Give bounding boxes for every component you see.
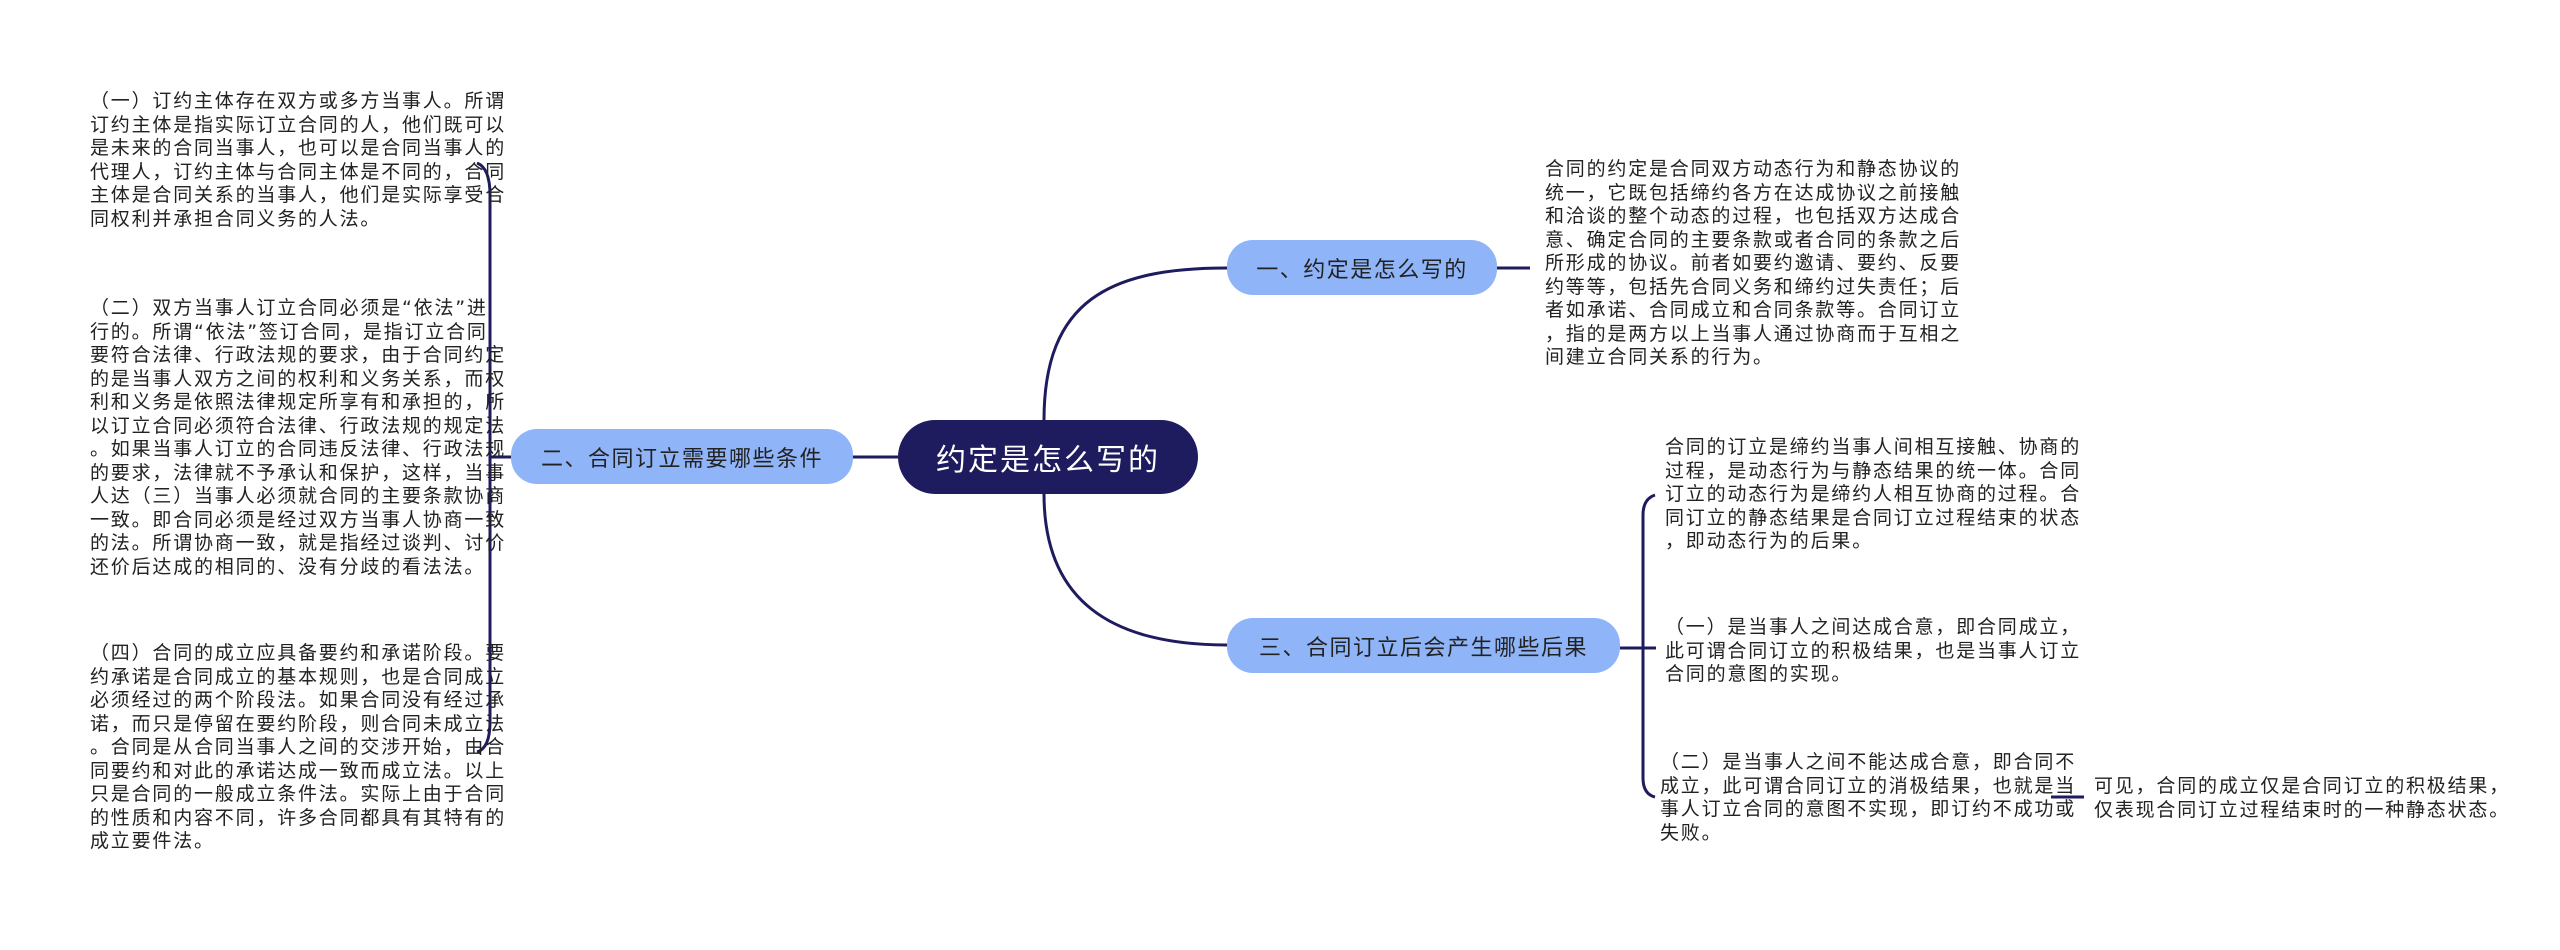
text-line: 利和义务是依照法律规定所享有和承担的，所 bbox=[90, 391, 507, 413]
text-line: 的是当事人双方之间的权利和义务关系，而权 bbox=[90, 367, 507, 390]
left-bracket bbox=[476, 161, 492, 754]
text-line: 的性质和内容不同，许多合同都具有其特有的 bbox=[90, 806, 507, 829]
text-line: 诺，而只是停留在要约阶段，则合同未成立法 bbox=[90, 712, 507, 735]
text-line: 人达（三）当事人必须就合同的主要条款协商 bbox=[90, 485, 507, 507]
text-line: 此可谓合同订立的积极结果，也是当事人订立 bbox=[1665, 639, 2082, 662]
leaf-text[interactable]: （二）是当事人之间不能达成合意，即合同不成立，此可谓合同订立的消极结果，也就是当… bbox=[1660, 751, 2076, 845]
leaf-text[interactable]: 合同的订立是缔约当事人间相互接触、协商的过程，是动态行为与静态结果的统一体。合同… bbox=[1665, 436, 2081, 554]
text-line: ，指的是两方以上当事人通过协商而于互相之 bbox=[1545, 322, 1962, 345]
text-line: 成立要件法。 bbox=[90, 830, 215, 852]
text-line: （四）合同的成立应具备要约和承诺阶段。要 bbox=[90, 642, 507, 664]
leaf-text[interactable]: （一）是当事人之间达成合意，即合同成立，此可谓合同订立的积极结果，也是当事人订立… bbox=[1665, 616, 2081, 687]
text-line: 意、确定合同的主要条款或者合同的条款之后 bbox=[1545, 228, 1962, 251]
branch-node-1[interactable]: 一、约定是怎么写的 bbox=[1227, 240, 1497, 295]
text-line: 失败。 bbox=[1660, 821, 1723, 844]
text-line: （二）双方当事人订立合同必须是“依法”进 bbox=[90, 297, 488, 319]
text-line: 和洽谈的整个动态的过程，也包括双方达成合 bbox=[1545, 205, 1962, 227]
text-line: 所形成的协议。前者如要约邀请、要约、反要 bbox=[1545, 252, 1962, 274]
text-line: （二）是当事人之间不能达成合意，即合同不 bbox=[1660, 751, 2077, 773]
leaf-text[interactable]: （二）双方当事人订立合同必须是“依法”进行的。所谓“依法”签订合同，是指订立合同… bbox=[90, 297, 506, 579]
text-line: 一致。即合同必须是经过双方当事人协商一致 bbox=[90, 508, 507, 531]
text-line: 者如承诺、合同成立和合同条款等。合同订立 bbox=[1545, 299, 1962, 321]
branch-label: 三、合同订立后会产生哪些后果 bbox=[1258, 635, 1588, 661]
text-line: 。如果当事人订立的合同违反法律、行政法规 bbox=[90, 438, 507, 460]
branch-node-3[interactable]: 三、合同订立后会产生哪些后果 bbox=[1227, 618, 1620, 673]
leaf-text[interactable]: 合同的约定是合同双方动态行为和静态协议的统一，它既包括缔约各方在达成协议之前接触… bbox=[1545, 158, 1961, 370]
text-line: 合同的订立是缔约当事人间相互接触、协商的 bbox=[1665, 436, 2082, 458]
branch-node-2[interactable]: 二、合同订立需要哪些条件 bbox=[511, 429, 853, 484]
text-line: 过程，是动态行为与静态结果的统一体。合同 bbox=[1665, 459, 2082, 482]
link-center-branch3 bbox=[1042, 493, 1228, 647]
central-topic-label: 约定是怎么写的 bbox=[936, 443, 1160, 478]
text-line: 同订立的静态结果是合同订立过程结束的状态 bbox=[1665, 506, 2082, 529]
text-line: 统一，它既包括缔约各方在达成协议之前接触 bbox=[1545, 181, 1962, 204]
text-line: 是未来的合同当事人，也可以是合同当事人的 bbox=[90, 137, 507, 159]
text-line: （一）订约主体存在双方或多方当事人。所谓 bbox=[90, 90, 507, 112]
text-line: 约等等，包括先合同义务和缔约过失责任；后 bbox=[1545, 275, 1962, 298]
link-center-branch1 bbox=[1042, 266, 1228, 421]
text-line: 同要约和对此的承诺达成一致而成立法。以上 bbox=[90, 759, 507, 782]
text-line: 要符合法律、行政法规的要求，由于合同约定 bbox=[90, 344, 507, 366]
leaf-text[interactable]: （四）合同的成立应具备要约和承诺阶段。要约承诺是合同成立的基本规则，也是合同成立… bbox=[90, 642, 506, 854]
text-line: 以订立合同必须符合法律、行政法规的规定法 bbox=[90, 414, 507, 437]
text-line: 必须经过的两个阶段法。如果合同没有经过承 bbox=[90, 689, 507, 711]
branch-label: 一、约定是怎么写的 bbox=[1256, 257, 1468, 283]
text-line: 代理人，订约主体与合同主体是不同的，合同 bbox=[90, 160, 507, 183]
text-line: 成立，此可谓合同订立的消极结果，也就是当 bbox=[1660, 774, 2077, 797]
text-line: 合同的意图的实现。 bbox=[1665, 663, 1853, 685]
text-line: 同权利并承担合同义务的人法。 bbox=[90, 207, 382, 230]
text-line: 的要求，法律就不予承认和保护，这样，当事 bbox=[90, 461, 507, 484]
text-line: 订约主体是指实际订立合同的人，他们既可以 bbox=[90, 113, 507, 136]
text-line: 行的。所谓“依法”签订合同，是指订立合同 bbox=[90, 320, 488, 343]
text-line: 事人订立合同的意图不实现，即订约不成功或 bbox=[1660, 798, 2077, 820]
text-line: 还价后达成的相同的、没有分歧的看法法。 bbox=[90, 555, 486, 578]
text-line: 可见，合同的成立仅是合同订立的积极结果， bbox=[2094, 775, 2511, 797]
leaf-text[interactable]: （一）订约主体存在双方或多方当事人。所谓订约主体是指实际订立合同的人，他们既可以… bbox=[90, 90, 506, 231]
text-line: 的法。所谓协商一致，就是指经过谈判、讨价 bbox=[90, 532, 507, 554]
text-line: ，即动态行为的后果。 bbox=[1665, 530, 1874, 552]
text-line: （一）是当事人之间达成合意，即合同成立， bbox=[1665, 616, 2082, 638]
central-topic[interactable]: 约定是怎么写的 bbox=[898, 420, 1198, 494]
right-bracket bbox=[1641, 493, 1656, 799]
text-line: 。合同是从合同当事人之间的交涉开始，由合 bbox=[90, 736, 507, 758]
leaf-text[interactable]: 可见，合同的成立仅是合同订立的积极结果，仅表现合同订立过程结束时的一种静态状态。 bbox=[2094, 775, 2510, 822]
text-line: 约承诺是合同成立的基本规则，也是合同成立 bbox=[90, 665, 507, 688]
text-line: 订立的动态行为是缔约人相互协商的过程。合 bbox=[1665, 483, 2082, 505]
text-line: 间建立合同关系的行为。 bbox=[1545, 346, 1774, 368]
text-line: 只是合同的一般成立条件法。实际上由于合同 bbox=[90, 783, 507, 805]
text-line: 主体是合同关系的当事人，他们是实际享受合 bbox=[90, 184, 507, 206]
text-line: 仅表现合同订立过程结束时的一种静态状态。 bbox=[2094, 798, 2511, 821]
branch-label: 二、合同订立需要哪些条件 bbox=[540, 446, 823, 472]
text-line: 合同的约定是合同双方动态行为和静态协议的 bbox=[1545, 158, 1962, 180]
